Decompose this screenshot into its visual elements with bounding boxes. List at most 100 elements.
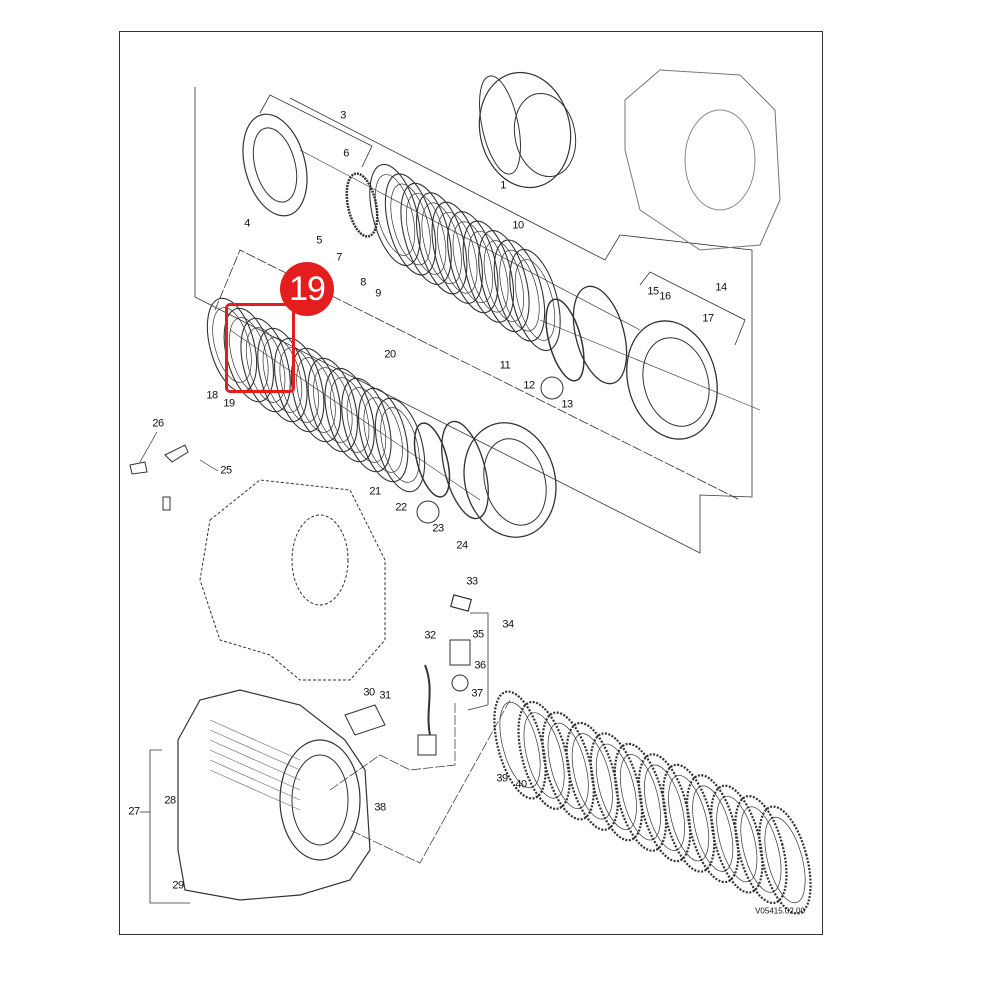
callout-38[interactable]: 38 <box>374 801 386 814</box>
clutch-disc <box>493 690 547 800</box>
clutch-disc <box>307 357 358 453</box>
bracket-34 <box>467 612 489 711</box>
axis-right <box>539 319 761 411</box>
callout-4[interactable]: 4 <box>244 217 250 230</box>
callout-36[interactable]: 36 <box>474 659 486 672</box>
clutch-disc <box>462 220 515 323</box>
callout-17[interactable]: 17 <box>702 312 714 325</box>
callout-11[interactable]: 11 <box>499 359 511 372</box>
clutch-disc <box>740 806 782 893</box>
clutch-disc <box>692 785 734 872</box>
dashed-leader-sensor <box>329 703 456 791</box>
housing-middle <box>199 479 386 681</box>
callout-3[interactable]: 3 <box>340 109 346 122</box>
clutch-disc <box>499 701 541 789</box>
part-wiring-harness <box>424 664 431 736</box>
part-1-drum <box>478 71 572 189</box>
clutch-disc <box>686 774 740 884</box>
callout-12[interactable]: 12 <box>523 379 535 392</box>
callout-22[interactable]: 22 <box>395 501 407 514</box>
part-34-sensor <box>449 639 471 666</box>
clutch-disc <box>637 753 692 863</box>
diagram-frame <box>119 31 823 935</box>
part-17-piston <box>626 320 718 440</box>
callout-6[interactable]: 6 <box>343 147 349 160</box>
part-30-cover <box>344 704 386 736</box>
callout-21[interactable]: 21 <box>369 485 381 498</box>
clutch-disc <box>431 201 483 304</box>
callout-30[interactable]: 30 <box>363 686 375 699</box>
clutch-disc <box>358 387 409 483</box>
clutch-disc <box>478 230 530 333</box>
bottom-clutch-plates <box>493 690 812 915</box>
clutch-disc <box>589 732 644 842</box>
clutch-disc <box>523 712 565 799</box>
callout-15[interactable]: 15 <box>647 285 659 298</box>
callout-14[interactable]: 14 <box>715 281 727 294</box>
clutch-disc <box>374 397 426 493</box>
part-12-snap-ring <box>545 298 585 382</box>
part-22-snap-ring <box>413 422 451 498</box>
clutch-disc <box>565 721 619 831</box>
clutch-disc <box>514 259 556 341</box>
callout-29[interactable]: 29 <box>172 879 184 892</box>
clutch-disc <box>517 700 571 810</box>
callout-25[interactable]: 25 <box>220 464 232 477</box>
callout-39[interactable]: 39 <box>496 772 508 785</box>
callout-13[interactable]: 13 <box>561 398 573 411</box>
callout-40[interactable]: 40 <box>515 778 527 791</box>
callout-8[interactable]: 8 <box>360 276 366 289</box>
callout-18[interactable]: 18 <box>206 389 218 402</box>
clutch-disc <box>447 211 499 314</box>
callout-1[interactable]: 1 <box>500 179 506 192</box>
callout-24[interactable]: 24 <box>456 539 468 552</box>
clutch-disc <box>257 327 308 423</box>
clutch-disc <box>734 795 788 905</box>
part-26-bracket <box>129 444 189 511</box>
clutch-disc <box>764 816 806 904</box>
callout-16[interactable]: 16 <box>659 290 671 303</box>
clutch-disc <box>384 173 437 276</box>
callout-32[interactable]: 32 <box>424 629 436 642</box>
callout-23[interactable]: 23 <box>432 522 444 535</box>
clutch-disc <box>613 742 668 852</box>
callout-19[interactable]: 19 <box>223 397 235 410</box>
clutch-disc <box>571 733 613 820</box>
callout-9[interactable]: 9 <box>375 287 381 300</box>
callout-31[interactable]: 31 <box>379 689 391 702</box>
clutch-disc <box>716 796 758 883</box>
callout-10[interactable]: 10 <box>512 219 524 232</box>
assembly-boundary-upper <box>194 87 753 554</box>
clutch-disc <box>290 347 342 443</box>
callout-33[interactable]: 33 <box>466 575 478 588</box>
drawing-reference: V05415.02.00 <box>755 906 805 916</box>
housing-top-right <box>624 69 781 251</box>
callout-5[interactable]: 5 <box>316 234 322 247</box>
clutch-disc <box>324 367 375 463</box>
clutch-disc <box>415 192 468 295</box>
housing-bottom <box>177 689 371 901</box>
clutch-disc <box>369 163 421 267</box>
callout-7[interactable]: 7 <box>336 251 342 264</box>
clutch-disc <box>619 754 661 841</box>
clutch-disc <box>547 722 589 809</box>
part-36-o-ring <box>451 674 469 692</box>
callout-28[interactable]: 28 <box>164 794 176 807</box>
bracket-3 <box>259 94 373 168</box>
callout-34[interactable]: 34 <box>502 618 514 631</box>
dashed-leader-plates <box>349 699 511 864</box>
callout-20[interactable]: 20 <box>384 348 396 361</box>
clutch-disc <box>240 317 291 413</box>
bracket-27 <box>149 749 190 904</box>
clutch-disc <box>509 248 561 352</box>
highlight-badge: 19 <box>280 262 334 316</box>
part-13-spring <box>572 285 628 385</box>
callout-37[interactable]: 37 <box>471 687 483 700</box>
clutch-disc <box>541 711 595 821</box>
callout-27[interactable]: 27 <box>128 805 140 818</box>
clutch-disc <box>710 784 764 894</box>
part-24-piston <box>463 422 557 538</box>
callout-26[interactable]: 26 <box>152 417 164 430</box>
callout-35[interactable]: 35 <box>472 628 484 641</box>
